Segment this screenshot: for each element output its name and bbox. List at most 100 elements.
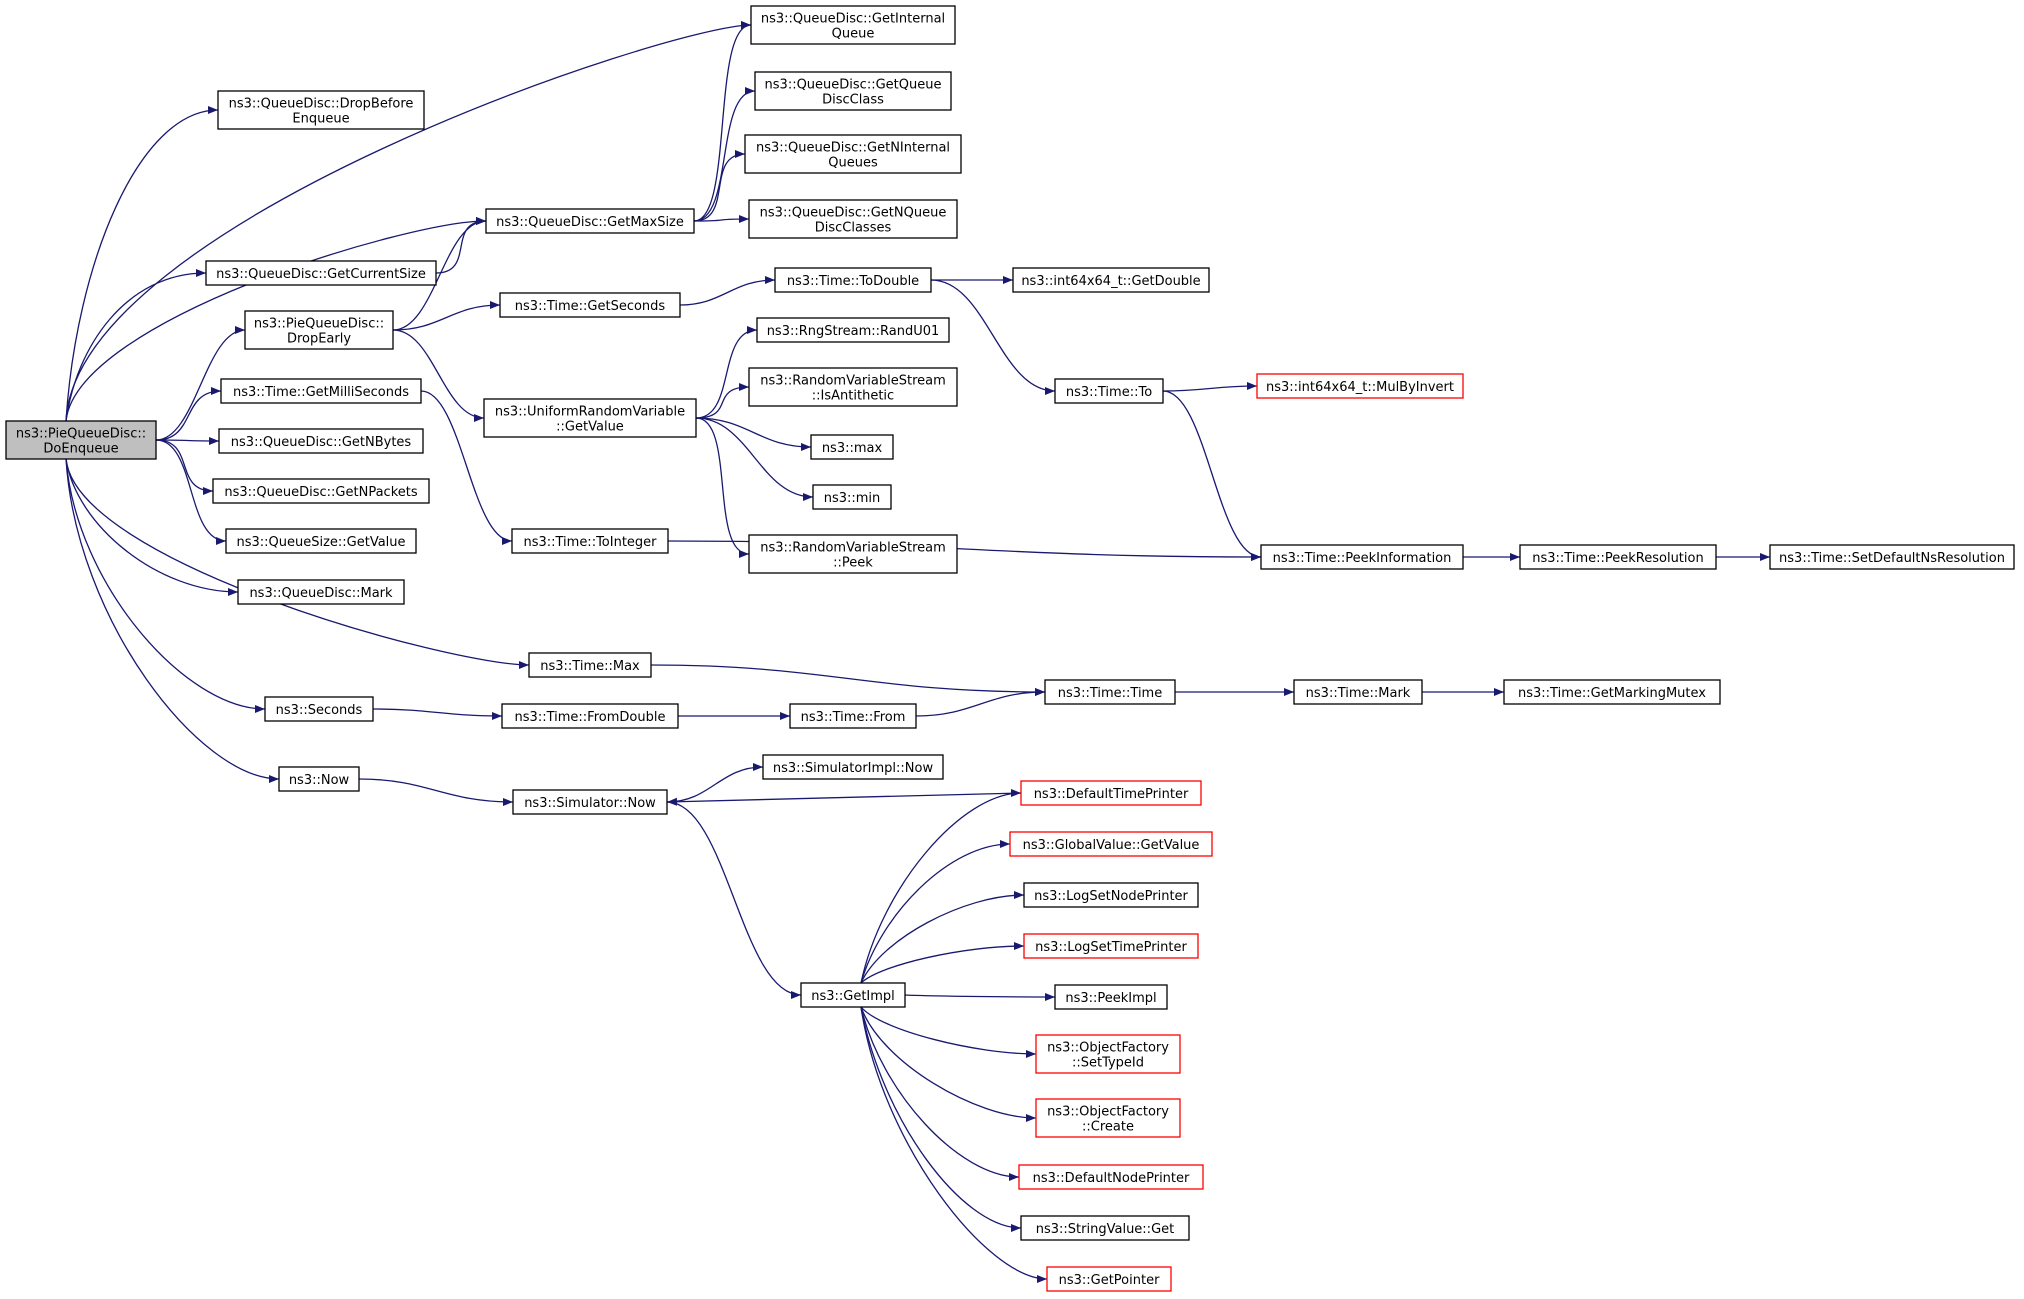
node-getImpl[interactable]: ns3::GetImpl bbox=[800, 982, 906, 1008]
node-simulatorNow[interactable]: ns3::Simulator::Now bbox=[512, 789, 668, 815]
edge-getImpl-to-peekImpl bbox=[904, 992, 1056, 1001]
node-setDefaultNsResolution[interactable]: ns3::Time::SetDefaultNsResolution bbox=[1769, 544, 2015, 570]
edge-timeMax-to-timeTime bbox=[650, 664, 1046, 696]
node-globalValueGetValue[interactable]: ns3::GlobalValue::GetValue bbox=[1009, 831, 1213, 857]
node-label: ns3::min bbox=[824, 491, 881, 506]
node-label: ns3::Time::GetSeconds bbox=[515, 299, 666, 314]
node-getNPackets[interactable]: ns3::QueueDisc::GetNPackets bbox=[212, 478, 430, 504]
node-getSeconds[interactable]: ns3::Time::GetSeconds bbox=[499, 292, 681, 318]
node-label: ns3::Time::SetDefaultNsResolution bbox=[1779, 551, 2005, 566]
edge-uniformGetValue-to-isAntithetic bbox=[695, 383, 750, 419]
node-label: ns3::GlobalValue::GetValue bbox=[1023, 838, 1200, 853]
edge-getImpl-to-getPointer bbox=[860, 1006, 1048, 1283]
edge-simulatorNow-to-getImpl bbox=[666, 801, 802, 999]
node-label: Queues bbox=[828, 156, 878, 171]
node-getNBytes[interactable]: ns3::QueueDisc::GetNBytes bbox=[218, 428, 424, 454]
node-label: Enqueue bbox=[292, 112, 349, 127]
node-defaultTimePrinter[interactable]: ns3::DefaultTimePrinter bbox=[1020, 780, 1202, 806]
node-label: ns3::QueueDisc::GetNPackets bbox=[224, 485, 417, 500]
node-peekInformation[interactable]: ns3::Time::PeekInformation bbox=[1260, 544, 1464, 570]
node-label: ::Create bbox=[1082, 1120, 1134, 1135]
node-box bbox=[1769, 544, 2015, 570]
node-dropEarly[interactable]: ns3::PieQueueDisc::DropEarly bbox=[244, 310, 394, 350]
node-box bbox=[244, 310, 394, 350]
node-queueDiscMark[interactable]: ns3::QueueDisc::Mark bbox=[237, 579, 405, 605]
node-getMilliSeconds[interactable]: ns3::Time::GetMilliSeconds bbox=[220, 378, 422, 404]
edge-uniformGetValue-to-max bbox=[695, 417, 812, 451]
nodes-layer: ns3::PieQueueDisc::DoEnqueuens3::QueueDi… bbox=[5, 5, 2015, 1292]
node-fromDouble[interactable]: ns3::Time::FromDouble bbox=[501, 703, 679, 729]
node-max[interactable]: ns3::max bbox=[810, 434, 894, 460]
node-box bbox=[1023, 882, 1199, 908]
node-label: ns3::Time::Max bbox=[540, 659, 640, 674]
node-box bbox=[800, 982, 906, 1008]
node-label: ns3::LogSetTimePrinter bbox=[1035, 940, 1187, 955]
node-defaultNodePrinter[interactable]: ns3::DefaultNodePrinter bbox=[1018, 1164, 1204, 1190]
node-box bbox=[485, 208, 695, 234]
edge-getMaxSize-to-getInternalQueue bbox=[693, 21, 752, 222]
node-stringValueGet[interactable]: ns3::StringValue::Get bbox=[1020, 1215, 1190, 1241]
edge-dropEarly-to-uniformGetValue bbox=[392, 329, 485, 422]
node-min[interactable]: ns3::min bbox=[812, 484, 892, 510]
node-timeMark[interactable]: ns3::Time::Mark bbox=[1293, 679, 1423, 705]
node-label: ns3::QueueDisc::GetNInternal bbox=[756, 141, 950, 156]
edge-uniformGetValue-to-randU01 bbox=[695, 326, 758, 419]
node-mulByInvert[interactable]: ns3::int64x64_t::MulByInvert bbox=[1256, 373, 1464, 399]
node-box bbox=[1519, 544, 1717, 570]
node-box bbox=[1044, 679, 1176, 705]
node-box bbox=[212, 478, 430, 504]
edge-root-to-dropBeforeEnqueue bbox=[65, 106, 219, 422]
node-label: ns3::Now bbox=[289, 773, 350, 788]
node-timeMax[interactable]: ns3::Time::Max bbox=[528, 652, 652, 678]
edge-defaultTimePrinter-to-simulatorNow bbox=[666, 792, 1022, 806]
node-timeTo[interactable]: ns3::Time::To bbox=[1054, 378, 1164, 404]
node-label: ns3::Time::ToDouble bbox=[787, 274, 919, 289]
node-now[interactable]: ns3::Now bbox=[278, 766, 360, 792]
node-box bbox=[750, 5, 956, 45]
edge-getMaxSize-to-getNQueueDiscClasses bbox=[693, 215, 750, 224]
node-box bbox=[1012, 267, 1210, 293]
node-box bbox=[278, 766, 360, 792]
node-logSetNodePrinter[interactable]: ns3::LogSetNodePrinter bbox=[1023, 882, 1199, 908]
node-randU01[interactable]: ns3::RngStream::RandU01 bbox=[756, 317, 950, 343]
node-timeTime[interactable]: ns3::Time::Time bbox=[1044, 679, 1176, 705]
node-simImplNow[interactable]: ns3::SimulatorImpl::Now bbox=[762, 754, 944, 780]
node-peek[interactable]: ns3::RandomVariableStream::Peek bbox=[748, 534, 958, 574]
node-getMaxSize[interactable]: ns3::QueueDisc::GetMaxSize bbox=[485, 208, 695, 234]
node-label: ns3::UniformRandomVariable bbox=[495, 405, 685, 420]
node-box bbox=[789, 703, 917, 729]
node-root[interactable]: ns3::PieQueueDisc::DoEnqueue bbox=[5, 420, 157, 460]
node-seconds[interactable]: ns3::Seconds bbox=[264, 696, 374, 722]
node-queueSizeGetValue[interactable]: ns3::QueueSize::GetValue bbox=[225, 528, 417, 554]
node-getDouble[interactable]: ns3::int64x64_t::GetDouble bbox=[1012, 267, 1210, 293]
node-getCurrentSize[interactable]: ns3::QueueDisc::GetCurrentSize bbox=[205, 260, 437, 286]
node-setTypeId[interactable]: ns3::ObjectFactory::SetTypeId bbox=[1035, 1034, 1181, 1074]
node-logSetTimePrinter[interactable]: ns3::LogSetTimePrinter bbox=[1023, 933, 1199, 959]
node-toDouble[interactable]: ns3::Time::ToDouble bbox=[774, 267, 932, 293]
node-getPointer[interactable]: ns3::GetPointer bbox=[1046, 1266, 1172, 1292]
edge-root-to-queueDiscMark bbox=[65, 458, 239, 596]
edge-uniformGetValue-to-peek bbox=[695, 417, 750, 558]
node-create[interactable]: ns3::ObjectFactory::Create bbox=[1035, 1098, 1181, 1138]
node-isAntithetic[interactable]: ns3::RandomVariableStream::IsAntithetic bbox=[748, 367, 958, 407]
node-label: ns3::QueueDisc::GetQueue bbox=[765, 78, 942, 93]
node-timeFrom[interactable]: ns3::Time::From bbox=[789, 703, 917, 729]
node-getMarkingMutex[interactable]: ns3::Time::GetMarkingMutex bbox=[1503, 679, 1721, 705]
edge-getImpl-to-defaultNodePrinter bbox=[860, 1006, 1020, 1181]
node-peekImpl[interactable]: ns3::PeekImpl bbox=[1054, 984, 1168, 1010]
node-box bbox=[483, 398, 697, 438]
node-box bbox=[1035, 1098, 1181, 1138]
edge-now-to-simulatorNow bbox=[358, 778, 514, 806]
node-label: ns3::GetPointer bbox=[1059, 1273, 1160, 1288]
node-box bbox=[1035, 1034, 1181, 1074]
node-box bbox=[528, 652, 652, 678]
node-toInteger[interactable]: ns3::Time::ToInteger bbox=[511, 528, 669, 554]
node-box bbox=[1054, 378, 1164, 404]
node-uniformGetValue[interactable]: ns3::UniformRandomVariable::GetValue bbox=[483, 398, 697, 438]
node-peekResolution[interactable]: ns3::Time::PeekResolution bbox=[1519, 544, 1717, 570]
